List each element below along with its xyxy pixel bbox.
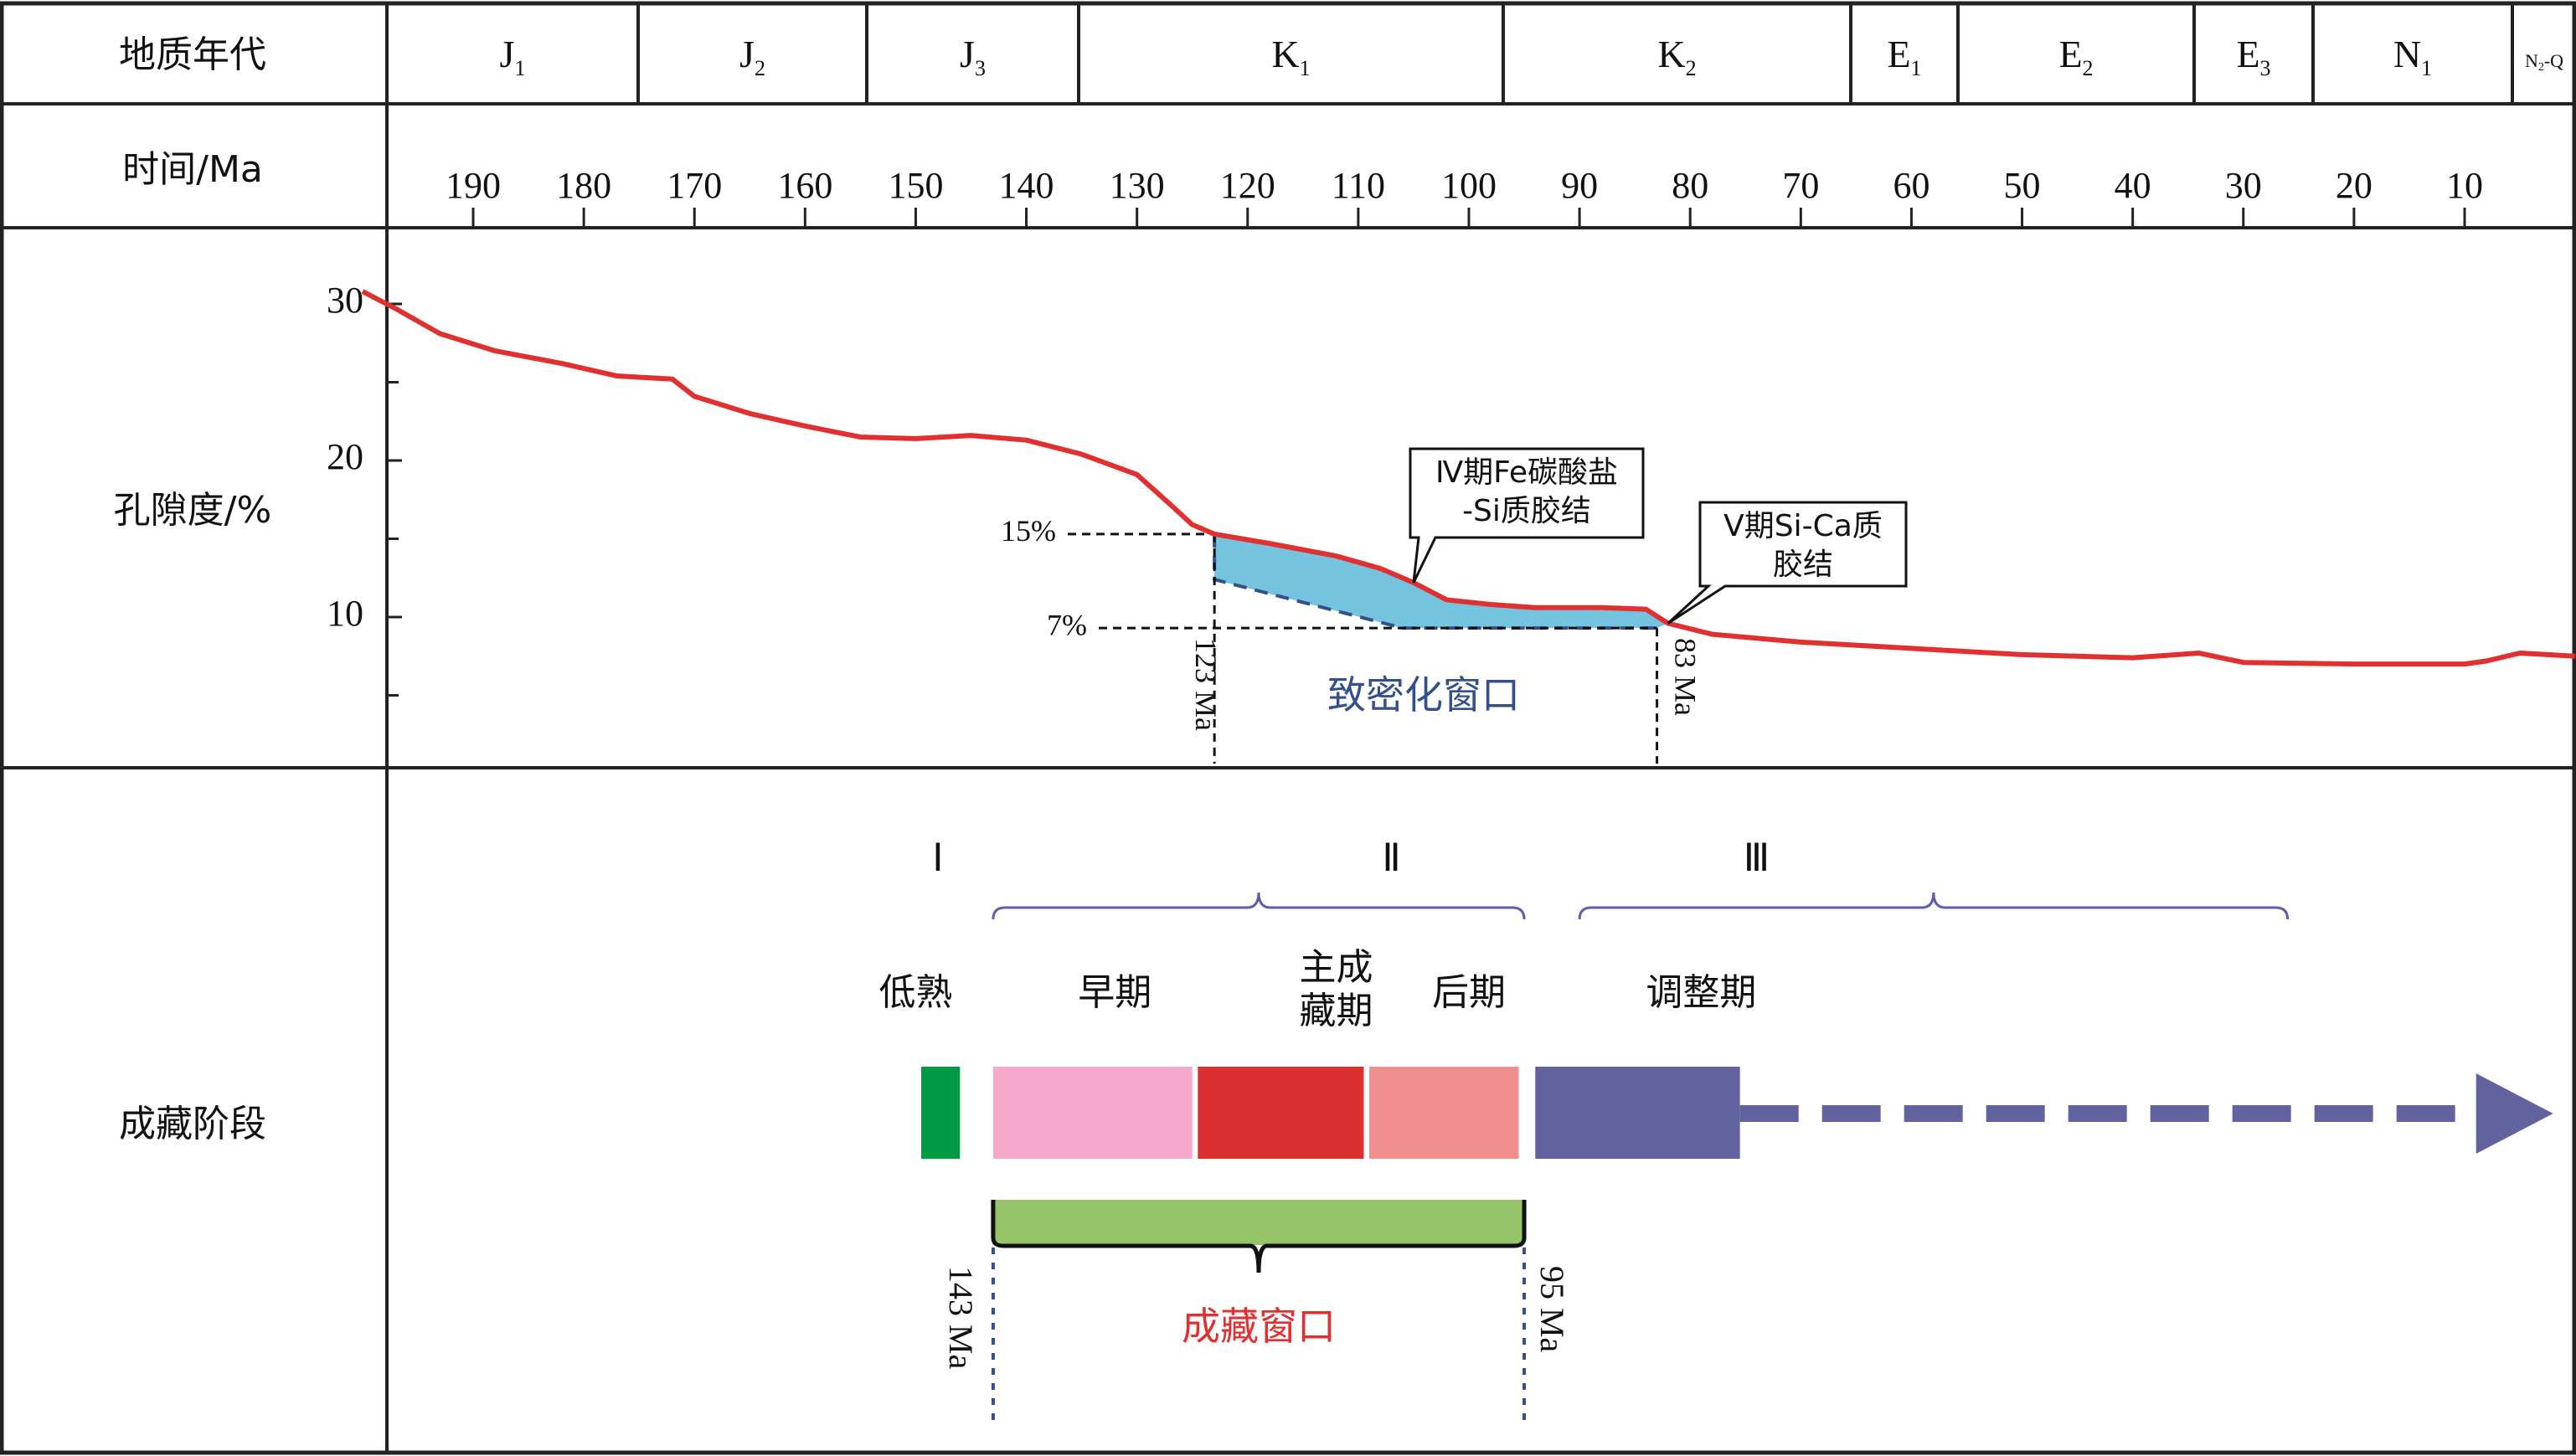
- accumulation-window-brace: [991, 1200, 1527, 1273]
- stage-bar: [1369, 1067, 1519, 1159]
- accumulation-window-label: 成藏窗口: [1182, 1304, 1336, 1349]
- y-tick-label: 20: [327, 436, 363, 477]
- phase-label: 早期: [1078, 971, 1151, 1014]
- stage-group-roman: Ⅲ: [1744, 836, 1770, 879]
- phase-label: 藏期: [1299, 990, 1373, 1032]
- time-tick-label: 190: [446, 165, 501, 206]
- time-tick-label: 70: [1782, 165, 1819, 206]
- phase-label: 低熟: [878, 971, 952, 1014]
- time-tick-label: 170: [667, 165, 722, 206]
- porosity-curve: [361, 289, 2576, 667]
- callout-text: 胶结: [1773, 548, 1833, 582]
- phase-label: 主成: [1299, 946, 1373, 989]
- callout-text: Ⅴ期Si-Ca质: [1723, 509, 1883, 543]
- densification-lower-boundary: [1213, 533, 1657, 630]
- reference-label: 7%: [1047, 608, 1087, 641]
- row-label-stage: 成藏阶段: [119, 1103, 266, 1145]
- phase-label: 调整期: [1646, 971, 1756, 1014]
- time-tick-label: 80: [1672, 165, 1708, 206]
- stage-group-roman: Ⅱ: [1382, 836, 1401, 879]
- reference-label: 15%: [1001, 514, 1056, 548]
- phase-label: 后期: [1432, 971, 1506, 1014]
- period-label: J1: [500, 33, 526, 80]
- time-tick-label: 140: [999, 165, 1054, 206]
- time-tick-label: 130: [1110, 165, 1165, 206]
- callout-text: Ⅳ期Fe碳酸盐: [1435, 455, 1618, 490]
- time-tick-label: 160: [777, 165, 832, 206]
- accumulation-window-bar: [992, 1200, 1525, 1245]
- time-tick-label: 90: [1561, 165, 1598, 206]
- window-marker-label: 143 Ma: [942, 1266, 980, 1370]
- period-label: E1: [1887, 33, 1921, 80]
- period-label: K1: [1271, 33, 1310, 80]
- stage-bar: [992, 1067, 1193, 1159]
- adjustment-arrow-head: [2476, 1073, 2553, 1154]
- densification-area: [1214, 533, 1668, 629]
- period-label: N1: [2393, 33, 2432, 80]
- period-label: E3: [2236, 33, 2270, 80]
- window-marker-label: 95 Ma: [1533, 1266, 1571, 1353]
- callout-box: [1409, 447, 1645, 584]
- row-label-time: 时间/Ma: [122, 148, 263, 191]
- row-label-porosity: 孔隙度/%: [114, 489, 272, 532]
- row-label-period: 地质年代: [119, 33, 266, 76]
- time-tick-label: 110: [1332, 165, 1385, 206]
- period-label: J2: [739, 33, 765, 80]
- time-tick-label: 20: [2336, 165, 2372, 206]
- time-tick-label: 150: [888, 165, 943, 206]
- callout-text: -Si质胶结: [1462, 494, 1591, 528]
- time-tick-label: 180: [556, 165, 611, 206]
- stage-group-brace: [992, 892, 1526, 920]
- callout-box: [1667, 501, 1908, 625]
- y-tick-label: 10: [327, 593, 363, 634]
- time-tick-label: 100: [1441, 165, 1497, 206]
- period-label: K2: [1657, 33, 1696, 80]
- time-tick-label: 10: [2446, 165, 2483, 206]
- period-label: E2: [2058, 33, 2093, 80]
- stage-bar: [1535, 1067, 1740, 1159]
- y-tick-label: 30: [327, 280, 363, 321]
- period-label: J3: [960, 33, 986, 80]
- stage-group-brace: [1578, 892, 2290, 920]
- stage-bar: [921, 1067, 961, 1159]
- age-marker-label: 123 Ma: [1189, 638, 1223, 731]
- time-tick-label: 30: [2225, 165, 2262, 206]
- callout: Ⅳ期Fe碳酸盐 -Si质胶结: [1409, 447, 1645, 584]
- time-tick-label: 60: [1893, 165, 1929, 206]
- period-label: N2-Q: [2525, 50, 2563, 74]
- densification-window-label: 致密化窗口: [1327, 672, 1520, 718]
- time-tick-label: 50: [2004, 165, 2041, 206]
- age-marker-label: 83 Ma: [1669, 638, 1703, 716]
- stage-group-roman: Ⅰ: [932, 836, 944, 879]
- stage-bar: [1198, 1067, 1364, 1159]
- time-tick-label: 120: [1220, 165, 1275, 206]
- time-tick-label: 40: [2115, 165, 2151, 206]
